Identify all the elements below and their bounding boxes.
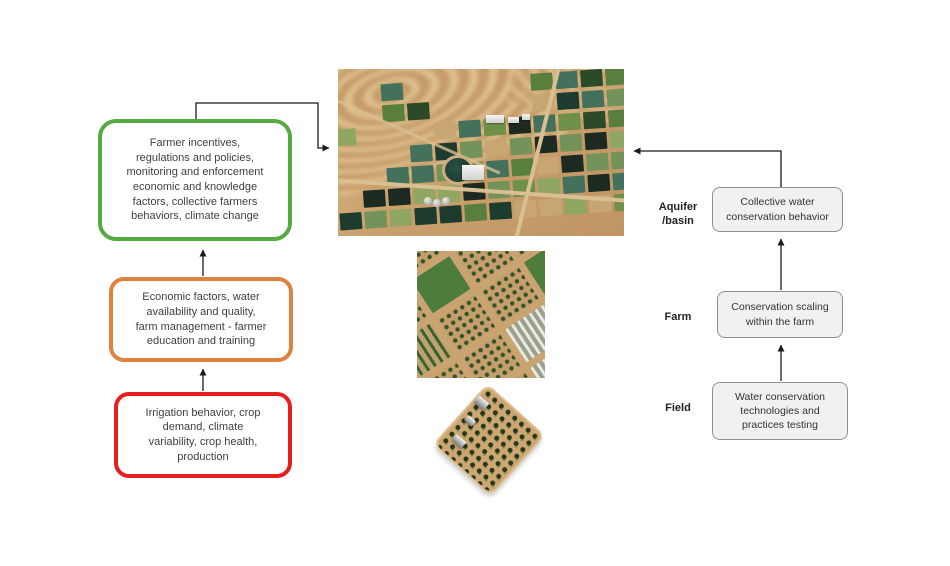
field-tile <box>557 112 582 132</box>
field-tile <box>607 109 624 128</box>
field-tile <box>581 89 605 109</box>
conservation-scaling-box: Conservation scaling within the farm <box>717 291 843 338</box>
field-tile <box>433 121 457 140</box>
level-label-aquifer-basin: Aquifer /basin <box>658 201 698 227</box>
building <box>486 115 504 123</box>
field-tile <box>535 156 560 175</box>
silo-tank <box>424 197 432 205</box>
field-tile <box>587 173 611 193</box>
field-tile <box>339 212 363 231</box>
field-tile <box>439 205 463 224</box>
field-tile <box>484 138 508 158</box>
field-tile <box>364 210 388 229</box>
silo-tank <box>433 199 441 207</box>
field-orchard-photo <box>432 383 546 497</box>
barn-building <box>462 165 484 180</box>
field-tile <box>584 131 608 151</box>
field-tile <box>406 102 430 121</box>
field-tile <box>562 175 586 194</box>
field-tile <box>414 206 438 226</box>
farm-blocks <box>417 251 545 378</box>
level-label-farm: Farm <box>664 311 692 323</box>
field-factors-text: Irrigation behavior, crop demand, climat… <box>145 406 261 463</box>
basin-fields <box>338 69 624 236</box>
field-tile <box>362 189 386 208</box>
technologies-testing-box: Water conservation technologies and prac… <box>712 382 848 440</box>
field-tile <box>604 69 624 86</box>
field-tile <box>464 203 488 222</box>
basin-aerial-photo <box>338 69 624 236</box>
field-tile <box>556 91 580 111</box>
basin-factors-text: Farmer incentives, regulations and polic… <box>126 137 264 223</box>
field-tile <box>579 69 604 88</box>
technologies-testing-text: Water conservation technologies and prac… <box>734 390 826 432</box>
collective-behavior-box: Collective water conservation behavior <box>712 187 843 232</box>
field-tile <box>606 88 624 107</box>
building <box>522 114 530 120</box>
field-tile <box>530 72 554 91</box>
connector-collective-to-basin-image <box>633 147 782 187</box>
field-tile <box>585 152 609 172</box>
orchard-plot <box>432 383 546 497</box>
field-tile <box>380 82 404 102</box>
field-tile <box>381 103 406 123</box>
field-tile <box>509 136 533 156</box>
field-factors-box: Irrigation behavior, crop demand, climat… <box>114 392 292 478</box>
field-tile <box>582 110 607 130</box>
field-tile <box>538 198 563 217</box>
field-tile <box>612 171 624 191</box>
silo-tank <box>442 197 450 205</box>
field-tile <box>338 128 357 147</box>
field-tile <box>409 143 433 163</box>
farm-aerial-photo <box>417 251 545 378</box>
field-tile <box>560 154 585 173</box>
field-tile <box>458 119 482 139</box>
level-label-field: Field <box>665 402 691 414</box>
field-tile <box>559 133 583 152</box>
field-tile <box>387 187 411 207</box>
field-tile <box>609 130 624 149</box>
farm-factors-text: Economic factors, water availability and… <box>135 291 267 348</box>
equipment-trailer <box>473 395 490 411</box>
field-tile <box>489 201 513 221</box>
field-tile <box>411 164 435 184</box>
field-tile <box>389 208 413 228</box>
conservation-scaling-text: Conservation scaling within the farm <box>731 301 829 328</box>
farm-factors-box: Economic factors, water availability and… <box>109 277 293 362</box>
building <box>508 117 519 123</box>
equipment-trailer <box>463 414 476 427</box>
field-tile <box>610 150 624 170</box>
equipment-trailer <box>451 433 467 449</box>
basin-factors-box: Farmer incentives, regulations and polic… <box>98 119 292 241</box>
collective-behavior-text: Collective water conservation behavior <box>726 196 829 223</box>
